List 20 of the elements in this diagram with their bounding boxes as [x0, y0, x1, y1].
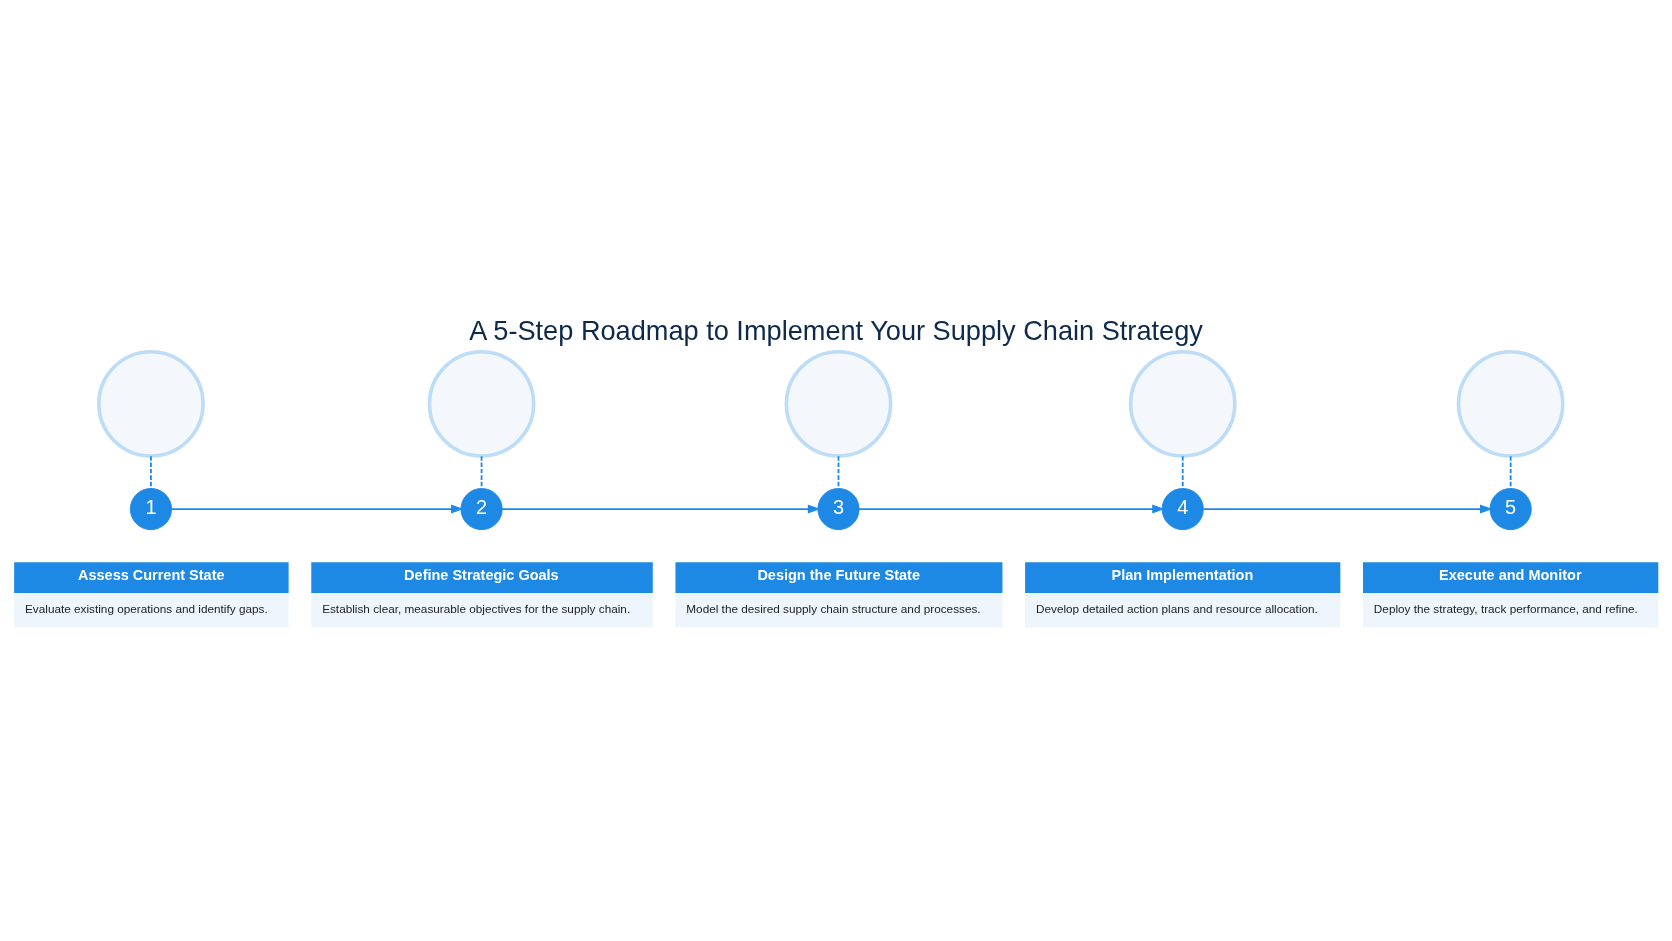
node-circle: 1 [129, 487, 172, 530]
node-circle: 5 [1489, 487, 1532, 530]
connector [150, 454, 152, 489]
node-circle [97, 349, 205, 458]
arrow [501, 504, 821, 513]
node-circle: 3 [817, 487, 860, 530]
arrow [858, 504, 1165, 513]
connector [480, 454, 483, 489]
diagram-title: A 5-Step Roadmap to Implement Your Supply Chain Strategy [469, 314, 1203, 346]
node-circle: 2 [460, 487, 503, 530]
node-circle [1456, 349, 1565, 458]
connector [837, 454, 840, 489]
node-circle: 4 [1161, 487, 1204, 530]
connector [1181, 454, 1184, 489]
arrow [170, 504, 464, 513]
arrow [1202, 504, 1493, 513]
connector [1509, 454, 1512, 489]
node-circle [1128, 349, 1237, 458]
node-circle [427, 349, 536, 458]
node-circle [784, 349, 893, 458]
